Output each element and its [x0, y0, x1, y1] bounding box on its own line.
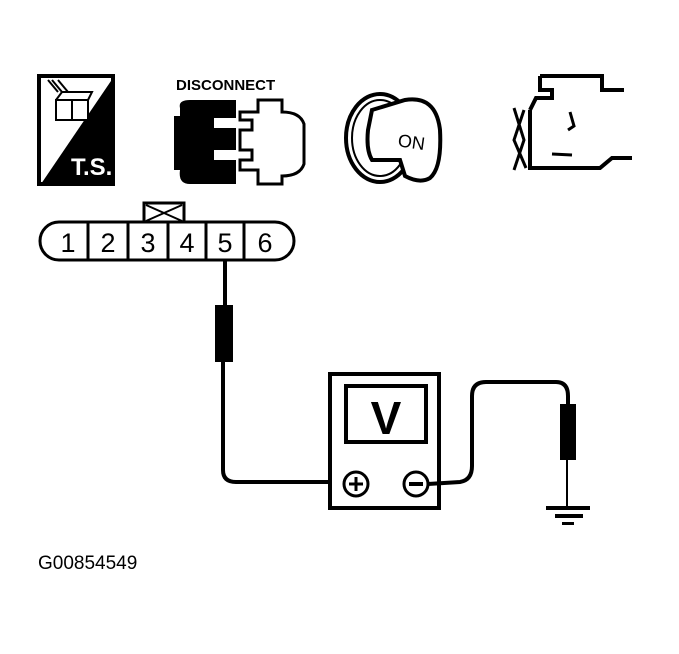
- terminal-1: 1: [60, 228, 75, 258]
- meter-display: V: [371, 392, 402, 444]
- positive-probe-lead: [215, 260, 336, 484]
- terminal-2: 2: [100, 228, 115, 258]
- ignition-key-on-icon: ON: [344, 92, 443, 184]
- disconnect-label: DISCONNECT: [176, 77, 276, 94]
- disconnect-connector-icon: [174, 98, 306, 186]
- terminal-3: 3: [140, 228, 155, 258]
- negative-probe-lead: [427, 380, 576, 506]
- svg-text:T.S.: T.S.: [71, 154, 112, 181]
- voltmeter: V: [328, 372, 441, 510]
- figure-id: G00854549: [38, 553, 138, 574]
- terminal-6: 6: [257, 228, 272, 258]
- engine-icon: [512, 74, 632, 171]
- connector-6pin: 1 2 3 4 5 6: [38, 201, 296, 262]
- ground-symbol-icon: [546, 506, 590, 525]
- terminal-5: 5: [217, 228, 232, 258]
- svg-text:ON: ON: [397, 130, 427, 154]
- test-simulation-icon: T.S.: [37, 74, 115, 186]
- terminal-4: 4: [179, 228, 194, 258]
